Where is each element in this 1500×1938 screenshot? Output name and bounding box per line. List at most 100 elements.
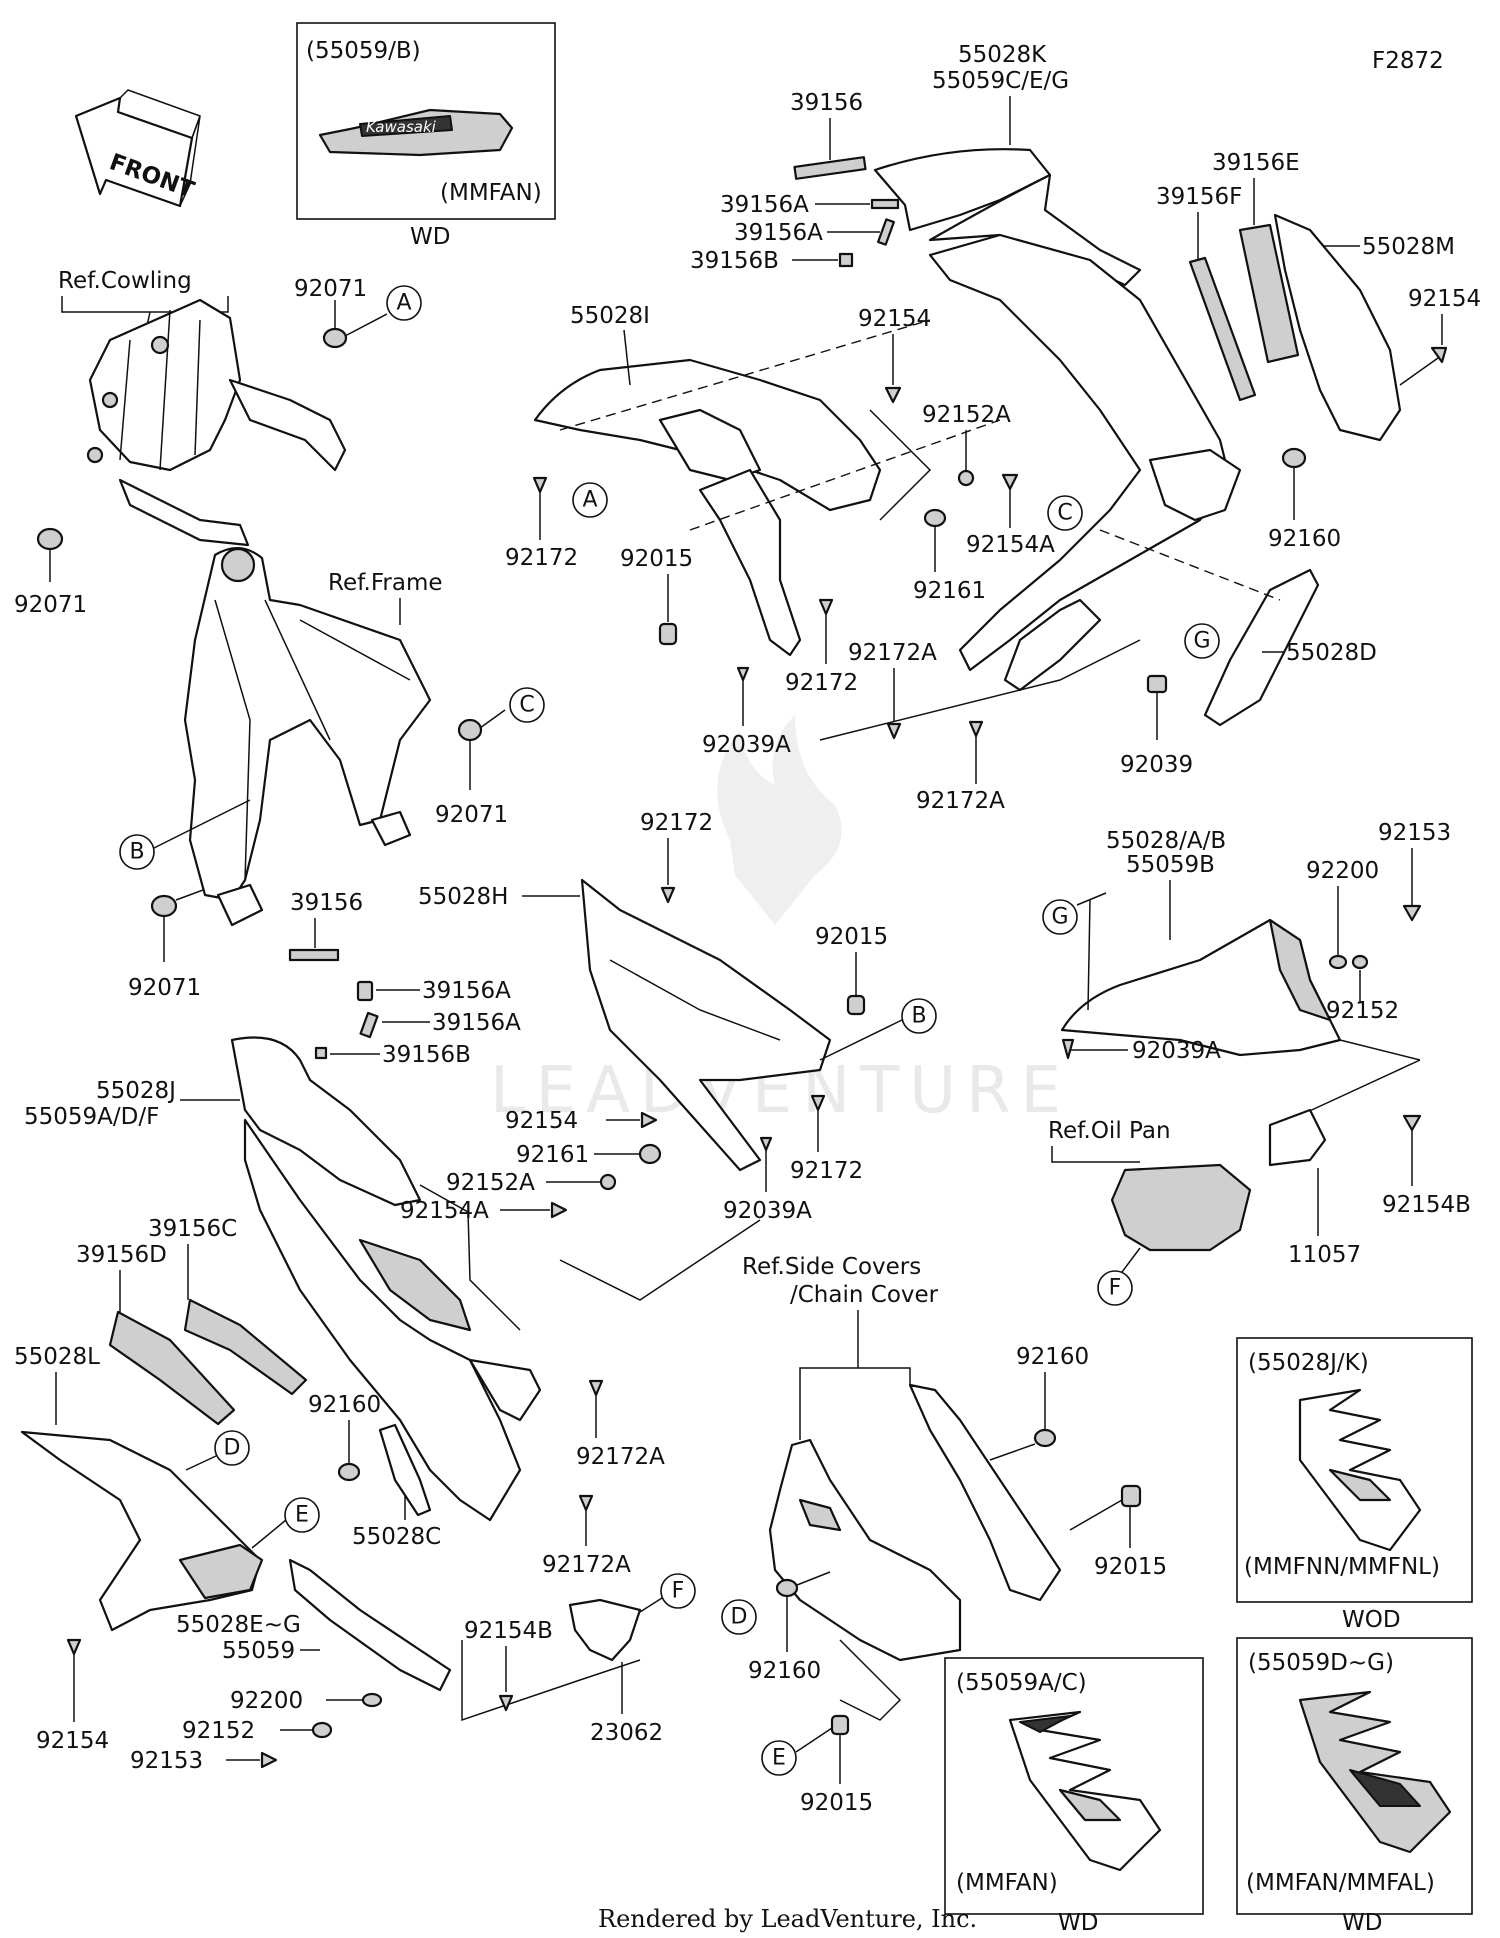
callout-c-mid: C	[1047, 495, 1083, 531]
callout-e-left: E	[251, 1497, 320, 1549]
bracket-23062	[568, 1598, 642, 1662]
screw-92154-right	[1430, 346, 1448, 364]
svg-text:D: D	[731, 1605, 748, 1630]
headlight-housing	[658, 408, 762, 482]
oil-pan-part	[1110, 1163, 1252, 1252]
rubber-strips-top: 39156 39156A 39156A 39156B	[690, 90, 900, 274]
cowling-bracket-group: Ref.Cowling	[58, 268, 347, 547]
inset-jk-cowl	[1298, 1388, 1422, 1552]
inset-top-note: WD	[410, 224, 450, 250]
chain-cover	[908, 1383, 1062, 1602]
rubber-strips-right: 39156E 39156F 55028M 92154	[1156, 150, 1481, 442]
inner-panel-55028h-group: 92172 55028H 92015	[418, 810, 888, 1172]
label-55028l: 55028L	[14, 1344, 100, 1370]
ref-side-covers-label: Ref.Side Covers	[742, 1254, 921, 1280]
inset-dg-variant: (MMFAN/MMFAL)	[1246, 1870, 1435, 1896]
label-55059b: 55059B	[1126, 852, 1215, 878]
footer-credit: Rendered by LeadVenture, Inc.	[598, 1905, 977, 1933]
label-92071-d: 92071	[128, 975, 201, 1001]
label-23062: 23062	[590, 1720, 663, 1746]
label-55059: 55059	[222, 1638, 295, 1664]
svg-text:B: B	[911, 1004, 926, 1029]
svg-text:F: F	[1109, 1276, 1122, 1301]
label-39156-top: 39156	[790, 90, 863, 116]
inset-top: (55059/B) Kawasaki (MMFAN) WD	[296, 22, 556, 250]
inset-top-variant: (MMFAN)	[440, 180, 542, 206]
label-92172-mid2: 92172	[790, 1158, 863, 1184]
callout-d-left: D	[185, 1430, 250, 1471]
grommet-icon	[36, 527, 64, 551]
lower-cowl-main-55028j	[243, 1118, 522, 1522]
bracket-11057	[1268, 1108, 1327, 1167]
rubber-strips-mid: 39156 39156A 39156A 39156B	[288, 890, 521, 1068]
callout-f-right: F	[1097, 1247, 1141, 1306]
inner-cowl-lower-stay	[698, 468, 802, 657]
inset-ac-variant: (MMFAN)	[956, 1870, 1058, 1896]
inset-jk-variant: (MMFNN/MMFNL)	[1244, 1554, 1440, 1580]
ref-oil-pan-label: Ref.Oil Pan	[1048, 1118, 1171, 1144]
steering-head	[220, 547, 256, 583]
cowling-bracket-lower	[118, 478, 250, 547]
lower-left-group: 39156C 39156D 55028L 92154	[14, 1216, 308, 1754]
svg-text:C: C	[1057, 501, 1072, 526]
upper-cowl-part	[873, 148, 1052, 232]
inset-jk-title: (55028J/K)	[1248, 1350, 1369, 1376]
label-92161-top: 92161	[913, 578, 986, 604]
ref-chain-cover-label: /Chain Cover	[790, 1282, 939, 1308]
ref-frame-label: Ref.Frame	[328, 570, 443, 596]
grommet-icon	[322, 327, 348, 349]
label-92152a-mid: 92152A	[446, 1170, 535, 1196]
rubber-39156d	[108, 1310, 236, 1426]
label-92172a-2: 92172A	[916, 788, 1005, 814]
callout-g-top: G	[1184, 623, 1220, 659]
label-92152-right: 92152	[1326, 998, 1399, 1024]
side-cowl-upper	[928, 233, 1232, 672]
grommet-92071-d: 92071	[128, 879, 231, 1001]
inset-ac-cowl	[1008, 1710, 1162, 1872]
frame-part	[183, 547, 432, 902]
label-92154b-right: 92154B	[1382, 1192, 1471, 1218]
inset-top-title: (55059/B)	[306, 38, 421, 64]
label-92015-right: 92015	[1094, 1554, 1167, 1580]
svg-text:F: F	[672, 1579, 685, 1604]
rubber-39156a-2	[877, 218, 895, 246]
label-11057: 11057	[1288, 1242, 1361, 1268]
callout-e-low: E	[761, 1727, 833, 1776]
label-92152a-top: 92152A	[922, 402, 1011, 428]
side-cowl-55028ab	[1060, 918, 1342, 1057]
label-55028ab: 55028/A/B	[1106, 828, 1226, 854]
panel-55028d	[1203, 568, 1320, 727]
inset-dg: (55059D~G) (MMFAN/MMFAL) WD	[1236, 1637, 1473, 1936]
callout-g-mid: G	[1042, 892, 1107, 1011]
kawasaki-logo: Kawasaki	[366, 118, 437, 136]
label-92015-top: 92015	[620, 546, 693, 572]
cowling-bracket-arm	[228, 378, 347, 472]
side-cover-left	[768, 1438, 962, 1662]
inset-ac-note: WD	[1058, 1910, 1098, 1936]
label-55028j: 55028J	[96, 1078, 176, 1104]
inset-dg-cowl	[1298, 1690, 1452, 1854]
diagram-code: F2872	[1372, 48, 1444, 74]
panel-55028d-group: 55028D 92039	[1120, 568, 1377, 778]
callout-a-mid: A	[572, 482, 608, 518]
mirror-mount-part	[1148, 448, 1242, 522]
rubber-39156-mid	[288, 948, 340, 962]
label-39156-mid: 39156	[290, 890, 363, 916]
windscreen-part	[928, 173, 1142, 287]
label-55059adf: 55059A/D/F	[24, 1104, 159, 1130]
bracket-23062-group: 92154B 23062	[464, 1598, 663, 1746]
label-92160-low: 92160	[748, 1658, 821, 1684]
callout-b-mid: B	[819, 998, 937, 1061]
inner-panel-55028h	[580, 878, 832, 1172]
label-92160-top: 92160	[1268, 526, 1341, 552]
grommet-92071-c: 92071	[435, 709, 508, 828]
label-92172-a: 92172	[505, 545, 578, 571]
label-92200-top: 92200	[1306, 858, 1379, 884]
label-39156b: 39156B	[690, 248, 779, 274]
lower-cowl-upper-55028j	[230, 1036, 422, 1207]
callout-a-left: A	[386, 285, 422, 321]
side-panel-55028m	[1273, 213, 1402, 442]
label-55059ceg: 55059C/E/G	[932, 68, 1069, 94]
grommet-92071-a: 92071	[294, 276, 388, 349]
